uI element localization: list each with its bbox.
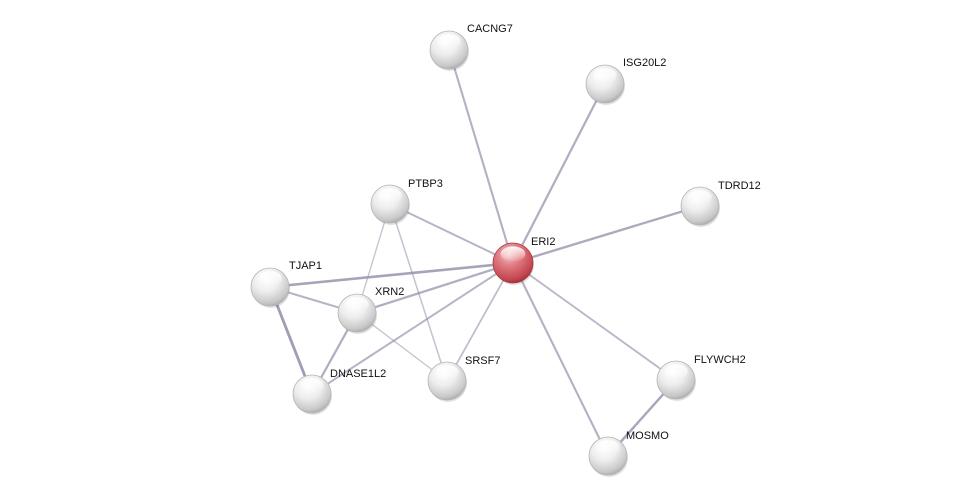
edge-eri2-flywch2 bbox=[512, 262, 677, 381]
node-highlight bbox=[596, 440, 620, 455]
edge-ptbp3-srsf7 bbox=[389, 203, 448, 382]
edge-eri2-isg20l2 bbox=[511, 82, 607, 265]
edge-eri2-ptbp3 bbox=[389, 203, 514, 264]
node-label: SRSF7 bbox=[465, 355, 500, 367]
edge-eri2-tjap1 bbox=[268, 261, 515, 289]
node-highlight bbox=[435, 365, 459, 380]
edge-eri2-xrn2 bbox=[355, 261, 515, 315]
edge-eri2-cacng7 bbox=[447, 48, 515, 265]
edge-eri2-mosmo bbox=[511, 261, 610, 458]
node-eri2[interactable]: ERI2 bbox=[492, 236, 555, 285]
node-xrn2[interactable]: XRN2 bbox=[337, 286, 404, 334]
edge-eri2-tdrd12 bbox=[511, 204, 702, 265]
node-mosmo[interactable]: MOSMO bbox=[588, 430, 669, 477]
node-cacng7[interactable]: CACNG7 bbox=[429, 23, 513, 71]
edge-eri2-dnase1l2 bbox=[311, 262, 514, 395]
node-label: MOSMO bbox=[626, 430, 669, 442]
node-highlight bbox=[500, 246, 526, 262]
node-highlight bbox=[688, 190, 712, 205]
node-ptbp3[interactable]: PTBP3 bbox=[370, 178, 443, 225]
node-label: ISG20L2 bbox=[623, 57, 666, 69]
node-highlight bbox=[345, 297, 369, 312]
node-label: TJAP1 bbox=[289, 260, 322, 272]
node-srsf7[interactable]: SRSF7 bbox=[427, 355, 500, 402]
node-label: ERI2 bbox=[531, 236, 555, 248]
node-tdrd12[interactable]: TDRD12 bbox=[680, 180, 761, 227]
node-highlight bbox=[664, 364, 688, 379]
node-flywch2[interactable]: FLYWCH2 bbox=[656, 354, 746, 401]
node-label: TDRD12 bbox=[718, 180, 761, 192]
node-highlight bbox=[593, 68, 617, 83]
node-tjap1[interactable]: TJAP1 bbox=[250, 260, 322, 308]
edge-eri2-srsf7 bbox=[446, 262, 514, 382]
node-isg20l2[interactable]: ISG20L2 bbox=[585, 57, 666, 105]
node-label: DNASE1L2 bbox=[330, 368, 386, 380]
edges-layer bbox=[268, 48, 702, 458]
node-highlight bbox=[437, 34, 461, 49]
node-label: FLYWCH2 bbox=[694, 354, 746, 366]
node-label: PTBP3 bbox=[408, 178, 443, 190]
node-dnase1l2[interactable]: DNASE1L2 bbox=[292, 368, 386, 415]
node-highlight bbox=[258, 271, 282, 286]
node-label: XRN2 bbox=[375, 286, 404, 298]
node-label: CACNG7 bbox=[467, 23, 513, 35]
node-highlight bbox=[300, 378, 324, 393]
node-highlight bbox=[378, 188, 402, 203]
